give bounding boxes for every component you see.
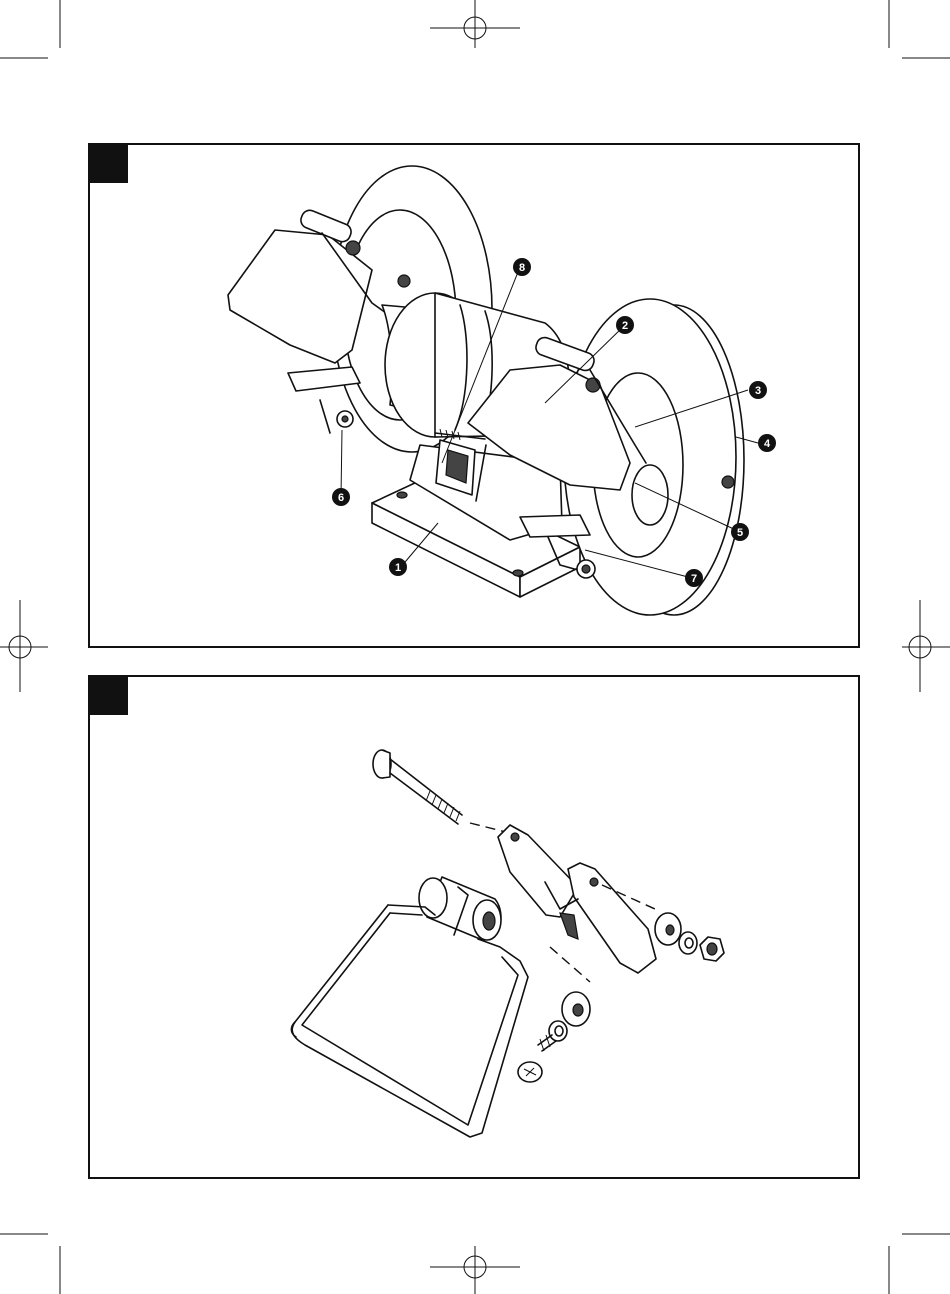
svg-text:7: 7 xyxy=(691,573,697,585)
callout-1: 1 xyxy=(389,558,407,576)
svg-text:1: 1 xyxy=(395,562,401,574)
svg-text:8: 8 xyxy=(519,262,525,274)
left-tool-rest xyxy=(288,367,360,433)
figure-1-panel: 1 2 3 4 5 6 7 8 xyxy=(88,143,860,648)
eye-shield-exploded-drawing xyxy=(90,677,862,1181)
callout-4: 4 xyxy=(758,434,776,452)
svg-text:6: 6 xyxy=(338,492,344,504)
bench-grinder-drawing: 1 2 3 4 5 6 7 8 xyxy=(90,145,862,650)
hex-nut xyxy=(700,937,724,961)
callout-5: 5 xyxy=(731,523,749,541)
spring-washer-2 xyxy=(549,1021,567,1041)
svg-text:2: 2 xyxy=(622,320,628,332)
washer-2 xyxy=(562,992,590,1026)
short-screw xyxy=(518,1035,556,1082)
callout-3: 3 xyxy=(749,381,767,399)
svg-text:3: 3 xyxy=(755,385,761,397)
svg-text:4: 4 xyxy=(764,438,771,450)
pivot-sleeve xyxy=(419,877,501,940)
washer-1 xyxy=(655,913,681,945)
screw-axis-line xyxy=(550,947,590,982)
callout-7: 7 xyxy=(685,569,703,587)
long-bolt xyxy=(373,750,462,824)
svg-text:5: 5 xyxy=(737,527,743,539)
spring-washer xyxy=(679,932,697,954)
callout-6: 6 xyxy=(332,488,350,506)
callout-2: 2 xyxy=(616,316,634,334)
figure-2-panel xyxy=(88,675,860,1179)
callout-8: 8 xyxy=(513,258,531,276)
eye-shield-frame xyxy=(291,905,528,1137)
